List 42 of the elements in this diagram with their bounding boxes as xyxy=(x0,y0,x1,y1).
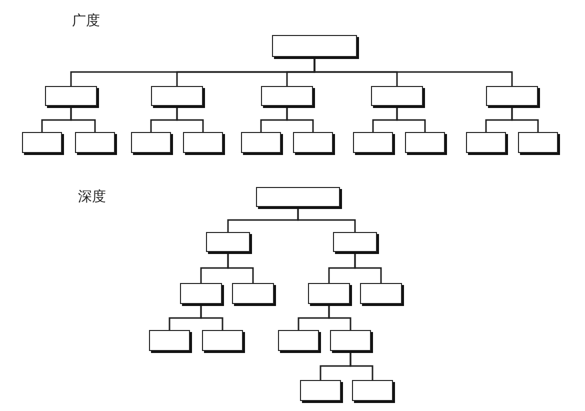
axis-label: 广度 xyxy=(72,12,100,30)
empty-box xyxy=(151,86,203,106)
empty-box xyxy=(22,132,62,153)
connector-line xyxy=(200,305,224,330)
empty-box xyxy=(308,283,350,304)
empty-box xyxy=(405,132,445,153)
connector-line xyxy=(328,305,352,330)
connector-line xyxy=(350,352,374,380)
empty-box xyxy=(232,283,274,304)
connector-line xyxy=(286,107,314,132)
empty-box xyxy=(486,86,538,106)
connector-line xyxy=(176,107,204,132)
empty-box xyxy=(149,330,190,351)
empty-box xyxy=(45,86,97,106)
empty-box xyxy=(272,35,357,57)
axis-label: 深度 xyxy=(78,188,106,206)
connector-line xyxy=(354,253,382,283)
empty-box xyxy=(466,132,506,153)
empty-box xyxy=(330,330,371,351)
empty-box xyxy=(353,132,393,153)
empty-box xyxy=(352,380,393,401)
empty-box xyxy=(371,86,423,106)
connector-line xyxy=(511,107,539,132)
empty-box xyxy=(333,232,377,252)
empty-box xyxy=(300,380,341,401)
connector-line xyxy=(297,208,356,232)
empty-box xyxy=(183,132,223,153)
empty-box xyxy=(206,232,250,252)
empty-box xyxy=(256,187,340,207)
empty-box xyxy=(180,283,222,304)
connector-line xyxy=(314,58,513,86)
empty-box xyxy=(202,330,243,351)
empty-box xyxy=(293,132,333,153)
empty-box xyxy=(278,330,319,351)
empty-box xyxy=(360,283,402,304)
connector-line xyxy=(70,107,96,132)
empty-box xyxy=(261,86,313,106)
empty-box xyxy=(518,132,558,153)
empty-box xyxy=(75,132,115,153)
empty-box xyxy=(241,132,281,153)
connector-line xyxy=(227,253,254,283)
empty-box xyxy=(131,132,171,153)
